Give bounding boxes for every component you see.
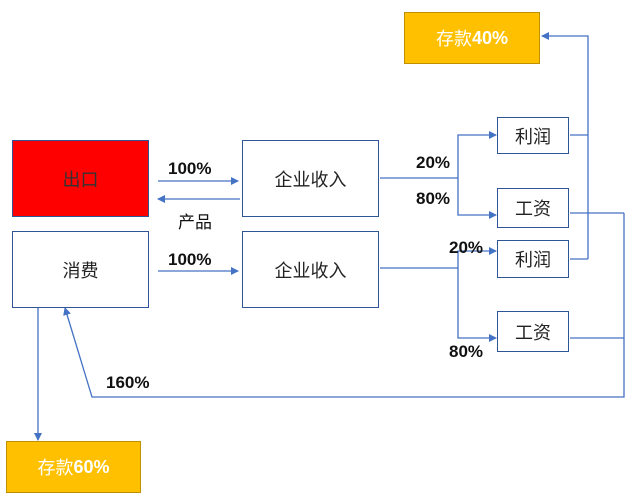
label-export-to-income: 100%	[168, 159, 212, 178]
enterprise-income-bottom-box: 企业收入	[242, 231, 379, 308]
profit-bottom-box: 利润	[497, 240, 569, 278]
profit-top-label: 利润	[515, 126, 551, 148]
label-consumption-to-income: 100%	[168, 250, 212, 269]
enterprise-income-bottom-label: 企业收入	[274, 260, 347, 282]
arrow-top-to-wage	[457, 178, 497, 219]
enterprise-income-top-label: 企业收入	[274, 169, 347, 191]
wage-bottom-box: 工资	[497, 311, 569, 352]
savings-60-label: 存款	[37, 458, 74, 479]
consumption-label: 消费	[62, 260, 99, 282]
export-box: 出口	[12, 140, 149, 217]
savings-40-label: 存款	[435, 29, 472, 50]
label-wage-to-consumption: 160%	[106, 373, 150, 392]
profit-top-box: 利润	[497, 117, 569, 154]
enterprise-income-top-box: 企业收入	[242, 140, 379, 217]
arrow-profits-to-savings40	[541, 32, 589, 259]
wage-top-box: 工资	[497, 188, 569, 228]
export-label: 出口	[62, 169, 99, 191]
profit-bottom-label: 利润	[515, 250, 551, 271]
savings-60-percent: 60%	[73, 456, 110, 477]
savings-40-percent: 40%	[471, 27, 509, 48]
consumption-box: 消费	[12, 231, 149, 308]
label-top-wage-share: 80%	[416, 189, 451, 208]
label-product: 产品	[178, 213, 212, 233]
arrow-bottom-to-profit	[457, 247, 497, 268]
label-bottom-wage-share: 80%	[449, 342, 484, 361]
wage-bottom-label: 工资	[515, 322, 551, 344]
wage-top-label: 工资	[515, 199, 551, 220]
arrow-wages-to-consumption	[63, 213, 625, 398]
arrow-bottom-to-wage	[457, 268, 497, 342]
label-bottom-profit-share: 20%	[449, 238, 484, 257]
arrow-top-to-profit	[457, 131, 497, 178]
label-top-profit-share: 20%	[416, 153, 451, 172]
